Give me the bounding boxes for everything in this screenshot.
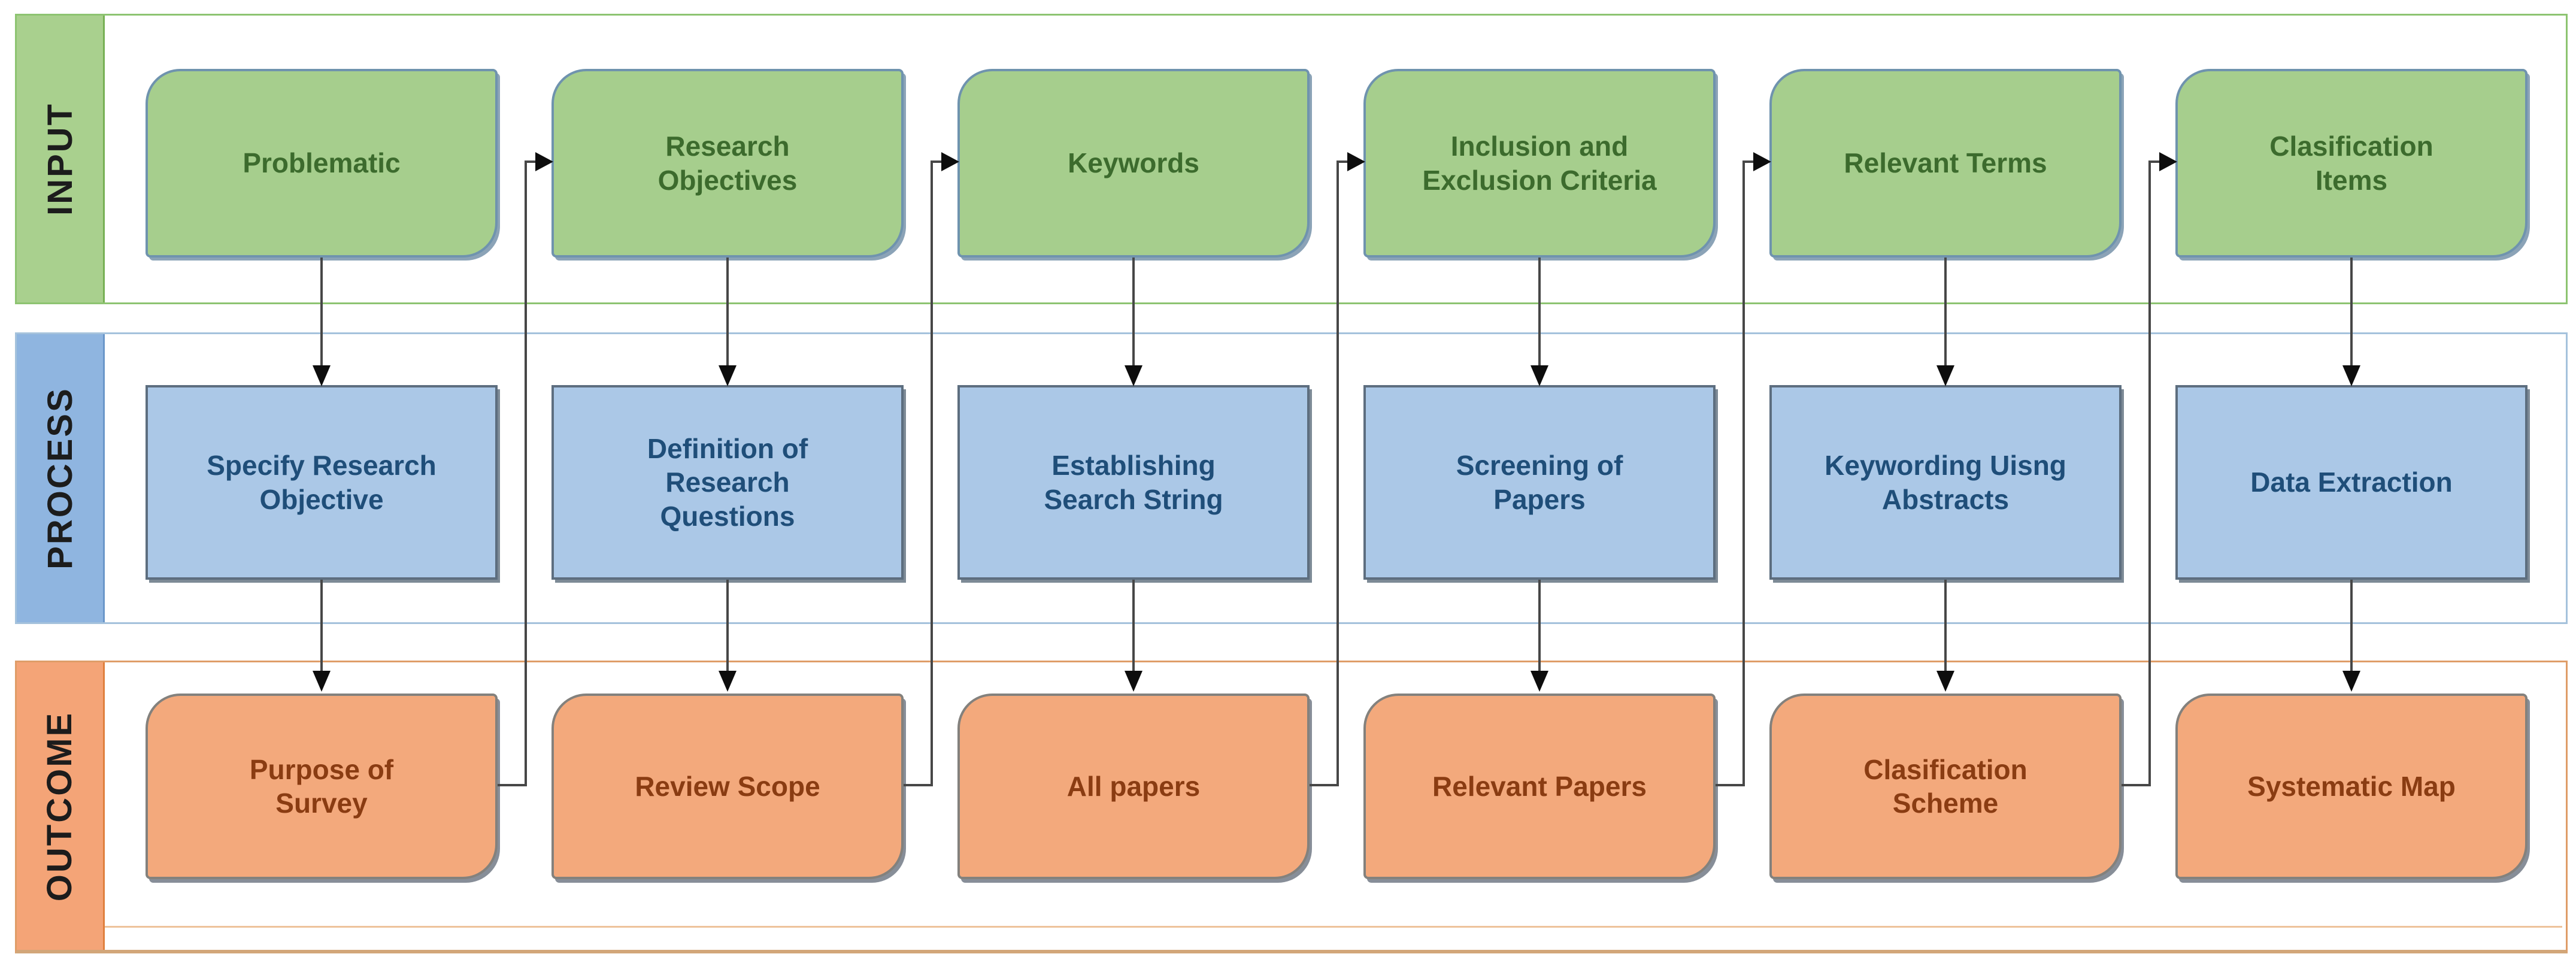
input-band-label: INPUT bbox=[40, 102, 80, 216]
outcome-box-clasification-scheme: Clasification Scheme bbox=[1769, 694, 2122, 879]
connector-process-outcome-4 bbox=[1538, 580, 1541, 671]
arrow-down-icon bbox=[1125, 365, 1142, 386]
arrow-right-icon bbox=[2159, 152, 2177, 171]
connector-process-outcome-1 bbox=[320, 580, 323, 671]
process-band-label: PROCESS bbox=[40, 387, 80, 570]
outcome-box-systematic-map: Systematic Map bbox=[2175, 694, 2527, 879]
arrow-down-icon bbox=[313, 365, 331, 386]
process-box-specify-objective: Specify Research Objective bbox=[146, 385, 498, 580]
arrow-down-icon bbox=[313, 671, 331, 692]
process-box-keywording-abstracts: Keywording Uisng Abstracts bbox=[1769, 385, 2122, 580]
arrow-down-icon bbox=[1531, 365, 1548, 386]
connector-input-process-6 bbox=[2350, 258, 2353, 365]
outcome-box-review-scope: Review Scope bbox=[551, 694, 904, 879]
process-box-screening-papers: Screening of Papers bbox=[1363, 385, 1716, 580]
arrow-down-icon bbox=[1125, 671, 1142, 692]
arrow-right-icon bbox=[1753, 152, 1771, 171]
elbow-outcome5-input6 bbox=[2148, 161, 2162, 163]
elbow-outcome1-input2 bbox=[525, 161, 538, 163]
arrow-down-icon bbox=[1936, 671, 1954, 692]
arrow-down-icon bbox=[719, 671, 737, 692]
input-box-problematic: Problematic bbox=[146, 69, 498, 258]
elbow-outcome2-input3 bbox=[931, 162, 933, 786]
elbow-outcome4-input5 bbox=[1742, 161, 1756, 163]
connector-process-outcome-6 bbox=[2350, 580, 2353, 671]
arrow-right-icon bbox=[941, 152, 959, 171]
outcome-box-purpose-of-survey: Purpose of Survey bbox=[146, 694, 498, 879]
connector-process-outcome-3 bbox=[1132, 580, 1135, 671]
process-box-data-extraction: Data Extraction bbox=[2175, 385, 2527, 580]
elbow-outcome2-input3 bbox=[931, 161, 944, 163]
input-box-research-objectives: Research Objectives bbox=[551, 69, 904, 258]
connector-input-process-2 bbox=[726, 258, 729, 365]
connector-process-outcome-2 bbox=[726, 580, 729, 671]
arrow-down-icon bbox=[719, 365, 737, 386]
connector-input-process-5 bbox=[1944, 258, 1947, 365]
input-box-keywords: Keywords bbox=[957, 69, 1310, 258]
outcome-band-label: OUTCOME bbox=[40, 711, 80, 901]
input-band-strip: INPUT bbox=[17, 16, 105, 302]
elbow-outcome1-input2 bbox=[525, 162, 527, 786]
elbow-outcome4-input5 bbox=[1716, 784, 1745, 786]
arrow-right-icon bbox=[535, 152, 553, 171]
arrow-down-icon bbox=[2342, 365, 2360, 386]
connector-input-process-3 bbox=[1132, 258, 1135, 365]
input-box-clasification-items: Clasification Items bbox=[2175, 69, 2527, 258]
outcome-band-inner-border bbox=[105, 926, 2562, 928]
elbow-outcome3-input4 bbox=[1310, 784, 1339, 786]
outcome-band-strip: OUTCOME bbox=[17, 662, 105, 950]
arrow-right-icon bbox=[1347, 152, 1365, 171]
outcome-box-all-papers: All papers bbox=[957, 694, 1310, 879]
elbow-outcome3-input4 bbox=[1337, 161, 1350, 163]
connector-input-process-1 bbox=[320, 258, 323, 365]
elbow-outcome5-input6 bbox=[2148, 162, 2151, 786]
input-box-inclusion-exclusion: Inclusion and Exclusion Criteria bbox=[1363, 69, 1716, 258]
elbow-outcome3-input4 bbox=[1337, 162, 1339, 786]
arrow-down-icon bbox=[1531, 671, 1548, 692]
input-box-relevant-terms: Relevant Terms bbox=[1769, 69, 2122, 258]
process-band-strip: PROCESS bbox=[17, 334, 105, 622]
connector-input-process-4 bbox=[1538, 258, 1541, 365]
process-box-search-string: Establishing Search String bbox=[957, 385, 1310, 580]
process-box-research-questions: Definition of Research Questions bbox=[551, 385, 904, 580]
arrow-down-icon bbox=[1936, 365, 1954, 386]
elbow-outcome4-input5 bbox=[1742, 162, 1745, 786]
elbow-outcome2-input3 bbox=[904, 784, 933, 786]
connector-process-outcome-5 bbox=[1944, 580, 1947, 671]
elbow-outcome5-input6 bbox=[2122, 784, 2151, 786]
arrow-down-icon bbox=[2342, 671, 2360, 692]
elbow-outcome1-input2 bbox=[498, 784, 527, 786]
outcome-box-relevant-papers: Relevant Papers bbox=[1363, 694, 1716, 879]
